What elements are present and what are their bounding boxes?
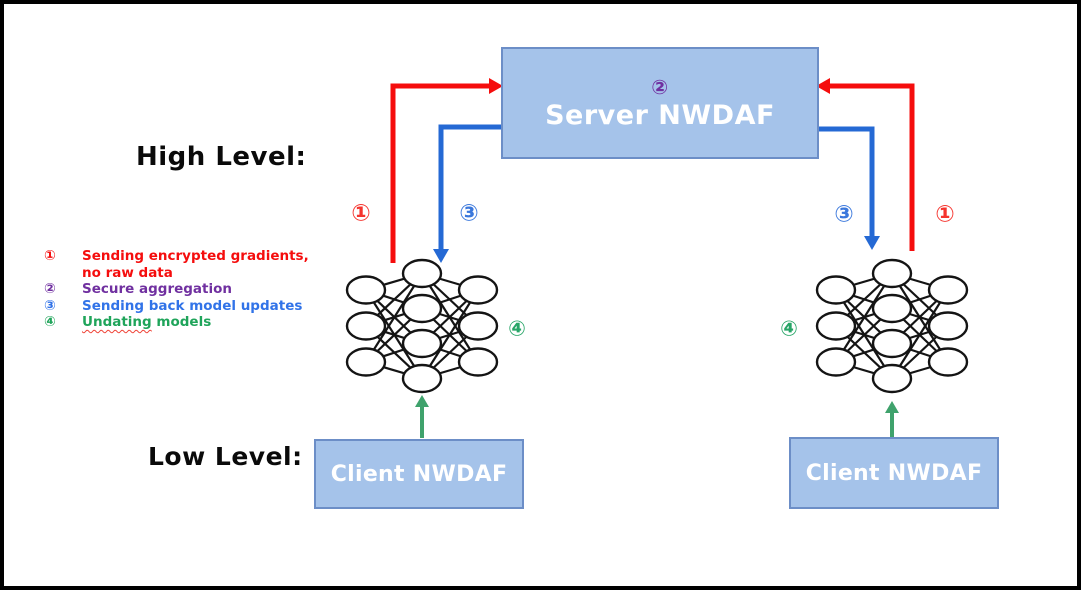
server-nwdaf-label: Server NWDAF	[545, 99, 775, 131]
green-arrow-right	[885, 401, 899, 437]
neural-network-right	[815, 258, 969, 394]
legend-item-3: ③ Sending back model updates	[44, 298, 334, 315]
low-level-label: Low Level:	[148, 442, 303, 471]
blue-arrow-right	[817, 126, 880, 250]
legend-text: Sending encrypted gradients,no raw data	[82, 248, 309, 281]
server-nwdaf-box: ② Server NWDAF	[501, 47, 819, 159]
legend-text: Sending back model updates	[82, 297, 303, 314]
legend-symbol: ④	[44, 314, 56, 330]
flow-marker-download-left: ③	[459, 200, 479, 227]
legend-item-1: ① Sending encrypted gradients,no raw data	[44, 248, 334, 281]
blue-arrow-left	[433, 124, 501, 263]
legend-item-4: ④ Undating models	[44, 314, 334, 331]
flow-marker-update-right: ④	[780, 316, 798, 341]
legend-symbol: ③	[44, 297, 56, 314]
flow-marker-upload-left: ①	[351, 200, 371, 227]
secure-aggregation-marker: ②	[651, 74, 669, 99]
red-arrow-right	[816, 78, 915, 251]
legend-symbol: ①	[44, 248, 56, 264]
green-arrow-left	[415, 395, 429, 438]
client-nwdaf-label-left: Client NWDAF	[330, 461, 508, 487]
red-arrow-left	[390, 78, 503, 263]
client-nwdaf-box-right: Client NWDAF	[789, 437, 999, 509]
legend: ① Sending encrypted gradients,no raw data…	[44, 248, 334, 331]
legend-item-2: ② Secure aggregation	[44, 281, 334, 298]
arrows-and-networks-layer	[345, 78, 969, 438]
flow-marker-update-left: ④	[508, 316, 526, 341]
high-level-label: High Level:	[136, 142, 307, 172]
client-nwdaf-box-left: Client NWDAF	[314, 439, 524, 509]
flow-marker-download-right: ③	[834, 201, 854, 228]
legend-text: Secure aggregation	[82, 281, 232, 297]
legend-symbol: ②	[44, 281, 56, 297]
flow-marker-upload-right: ①	[935, 201, 955, 228]
neural-network-left	[345, 258, 499, 394]
client-nwdaf-label-right: Client NWDAF	[805, 460, 983, 486]
legend-text: Undating models	[82, 314, 212, 330]
